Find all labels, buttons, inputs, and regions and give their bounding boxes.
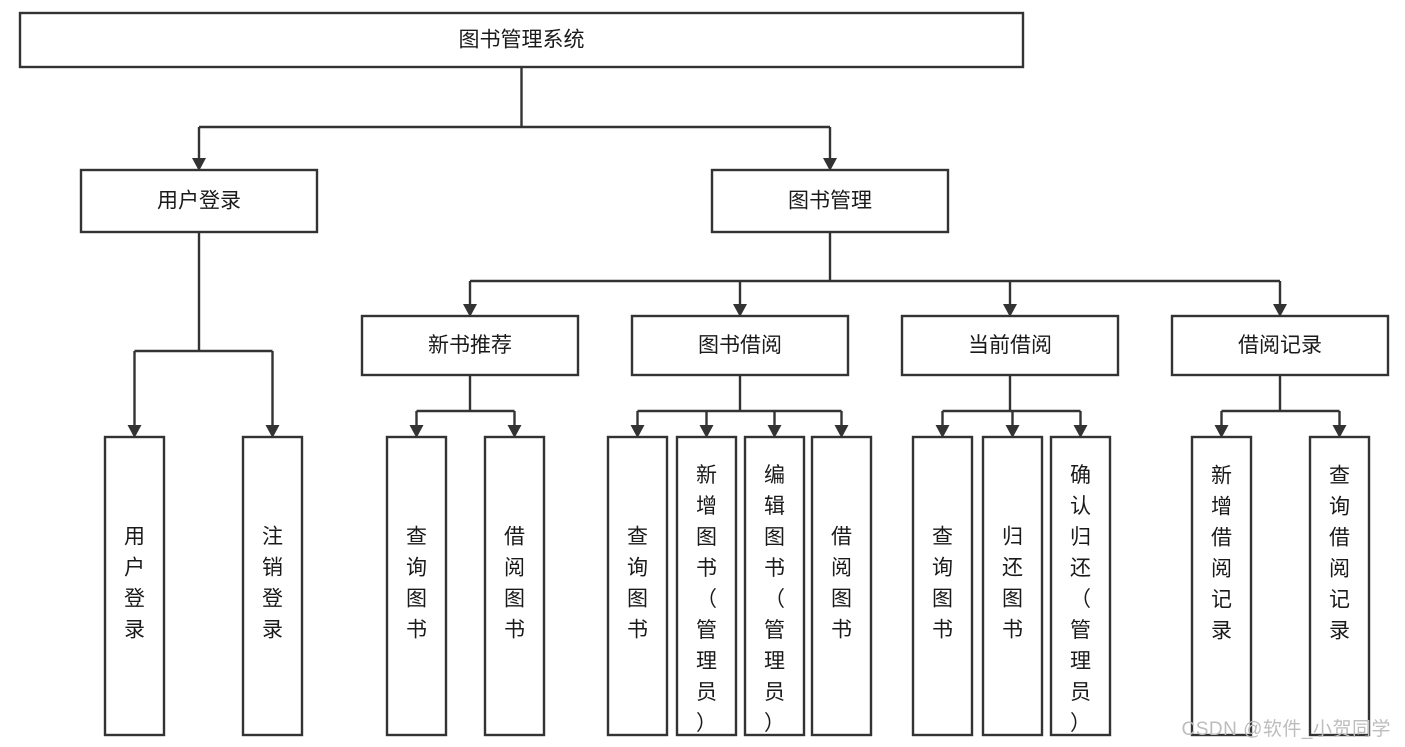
node-box — [103, 435, 166, 737]
node-box — [675, 435, 738, 737]
node-box — [1049, 435, 1112, 737]
arrow-head-icon — [1005, 425, 1020, 438]
arrow-head-icon — [935, 425, 950, 438]
node-label: 新增借阅记录 — [1211, 465, 1232, 643]
node-box — [606, 435, 669, 737]
node-box — [483, 435, 546, 737]
node-leaf-user-login[interactable]: 用户登录 — [103, 435, 166, 737]
node-current-borrow[interactable]: 当前借阅 — [900, 314, 1120, 377]
node-leaf-edit-book[interactable]: 编辑图书（管理员） — [743, 435, 806, 737]
node-label: 用户登录 — [124, 526, 145, 642]
node-root[interactable]: 图书管理系统 — [18, 11, 1025, 69]
arrow-head-icon — [192, 158, 206, 171]
node-box — [630, 314, 850, 377]
arrow-head-icon — [1073, 425, 1088, 438]
edge-group-new-book-rec — [409, 375, 522, 438]
node-box — [1170, 314, 1390, 377]
edge-group-book-manage — [463, 232, 1287, 317]
arrow-head-icon — [507, 425, 522, 438]
node-label: 借阅记录 — [1238, 334, 1322, 357]
node-box — [900, 314, 1120, 377]
node-label: 用户登录 — [157, 190, 241, 213]
node-leaf-query-book-2[interactable]: 查询图书 — [606, 435, 669, 737]
node-leaf-add-book[interactable]: 新增图书（管理员） — [675, 435, 738, 737]
node-label: 确认归还（管理员） — [1070, 464, 1091, 735]
node-box — [743, 435, 806, 737]
edge-group-borrow-record — [1214, 375, 1347, 438]
node-leaf-logout[interactable]: 注销登录 — [241, 435, 304, 737]
node-label: 图书管理 — [788, 190, 872, 213]
node-leaf-borrow-book-2[interactable]: 借阅图书 — [810, 435, 873, 737]
node-label: 借阅图书 — [504, 526, 525, 642]
arrow-head-icon — [823, 158, 837, 171]
arrow-head-icon — [127, 425, 142, 438]
node-label: 借阅图书 — [831, 526, 852, 642]
node-box — [18, 11, 1025, 69]
node-box — [360, 314, 580, 377]
arrow-head-icon — [630, 425, 645, 438]
node-label: 图书借阅 — [698, 334, 782, 357]
node-box — [385, 435, 448, 737]
node-book-borrow[interactable]: 图书借阅 — [630, 314, 850, 377]
node-label: 图书管理系统 — [459, 29, 585, 52]
node-new-book-rec[interactable]: 新书推荐 — [360, 314, 580, 377]
arrow-head-icon — [463, 304, 477, 317]
node-leaf-query-book-3[interactable]: 查询图书 — [911, 435, 974, 737]
arrow-head-icon — [834, 425, 849, 438]
node-box — [981, 435, 1044, 737]
node-label: 查询图书 — [932, 526, 953, 642]
node-label: 编辑图书（管理员） — [764, 464, 785, 735]
node-label: 注销登录 — [262, 526, 283, 642]
nodes-layer: 图书管理系统用户登录图书管理新书推荐图书借阅当前借阅借阅记录用户登录注销登录查询… — [18, 11, 1390, 737]
node-box — [911, 435, 974, 737]
node-box — [1308, 435, 1371, 737]
edges-layer — [127, 67, 1347, 438]
node-borrow-record[interactable]: 借阅记录 — [1170, 314, 1390, 377]
node-label: 新增图书（管理员） — [696, 464, 717, 735]
node-label: 当前借阅 — [968, 334, 1052, 357]
node-leaf-confirm-return[interactable]: 确认归还（管理员） — [1049, 435, 1112, 737]
node-box — [810, 435, 873, 737]
node-label: 查询图书 — [627, 526, 648, 642]
node-label: 查询借阅记录 — [1329, 465, 1350, 643]
arrow-head-icon — [1332, 425, 1347, 438]
node-label: 查询图书 — [406, 526, 427, 642]
node-box — [241, 435, 304, 737]
node-book-manage[interactable]: 图书管理 — [710, 168, 950, 234]
node-label: 归还图书 — [1002, 526, 1023, 642]
edge-group-root — [192, 67, 837, 171]
node-leaf-query-book-1[interactable]: 查询图书 — [385, 435, 448, 737]
edge-group-book-borrow — [630, 375, 849, 438]
node-leaf-borrow-book-1[interactable]: 借阅图书 — [483, 435, 546, 737]
node-box — [710, 168, 950, 234]
node-box — [1190, 435, 1253, 737]
arrow-head-icon — [733, 304, 747, 317]
arrow-head-icon — [699, 425, 714, 438]
edge-group-current-borrow — [935, 375, 1088, 438]
arrow-head-icon — [265, 425, 280, 438]
node-box — [79, 168, 319, 234]
arrow-head-icon — [1214, 425, 1229, 438]
node-leaf-add-record[interactable]: 新增借阅记录 — [1190, 435, 1253, 737]
arrow-head-icon — [1003, 304, 1017, 317]
node-leaf-return-book[interactable]: 归还图书 — [981, 435, 1044, 737]
arrow-head-icon — [1273, 304, 1287, 317]
node-label: 新书推荐 — [428, 334, 512, 357]
arrow-head-icon — [767, 425, 782, 438]
edge-group-user-login — [127, 232, 280, 438]
arrow-head-icon — [409, 425, 424, 438]
node-leaf-query-record[interactable]: 查询借阅记录 — [1308, 435, 1371, 737]
node-user-login[interactable]: 用户登录 — [79, 168, 319, 234]
